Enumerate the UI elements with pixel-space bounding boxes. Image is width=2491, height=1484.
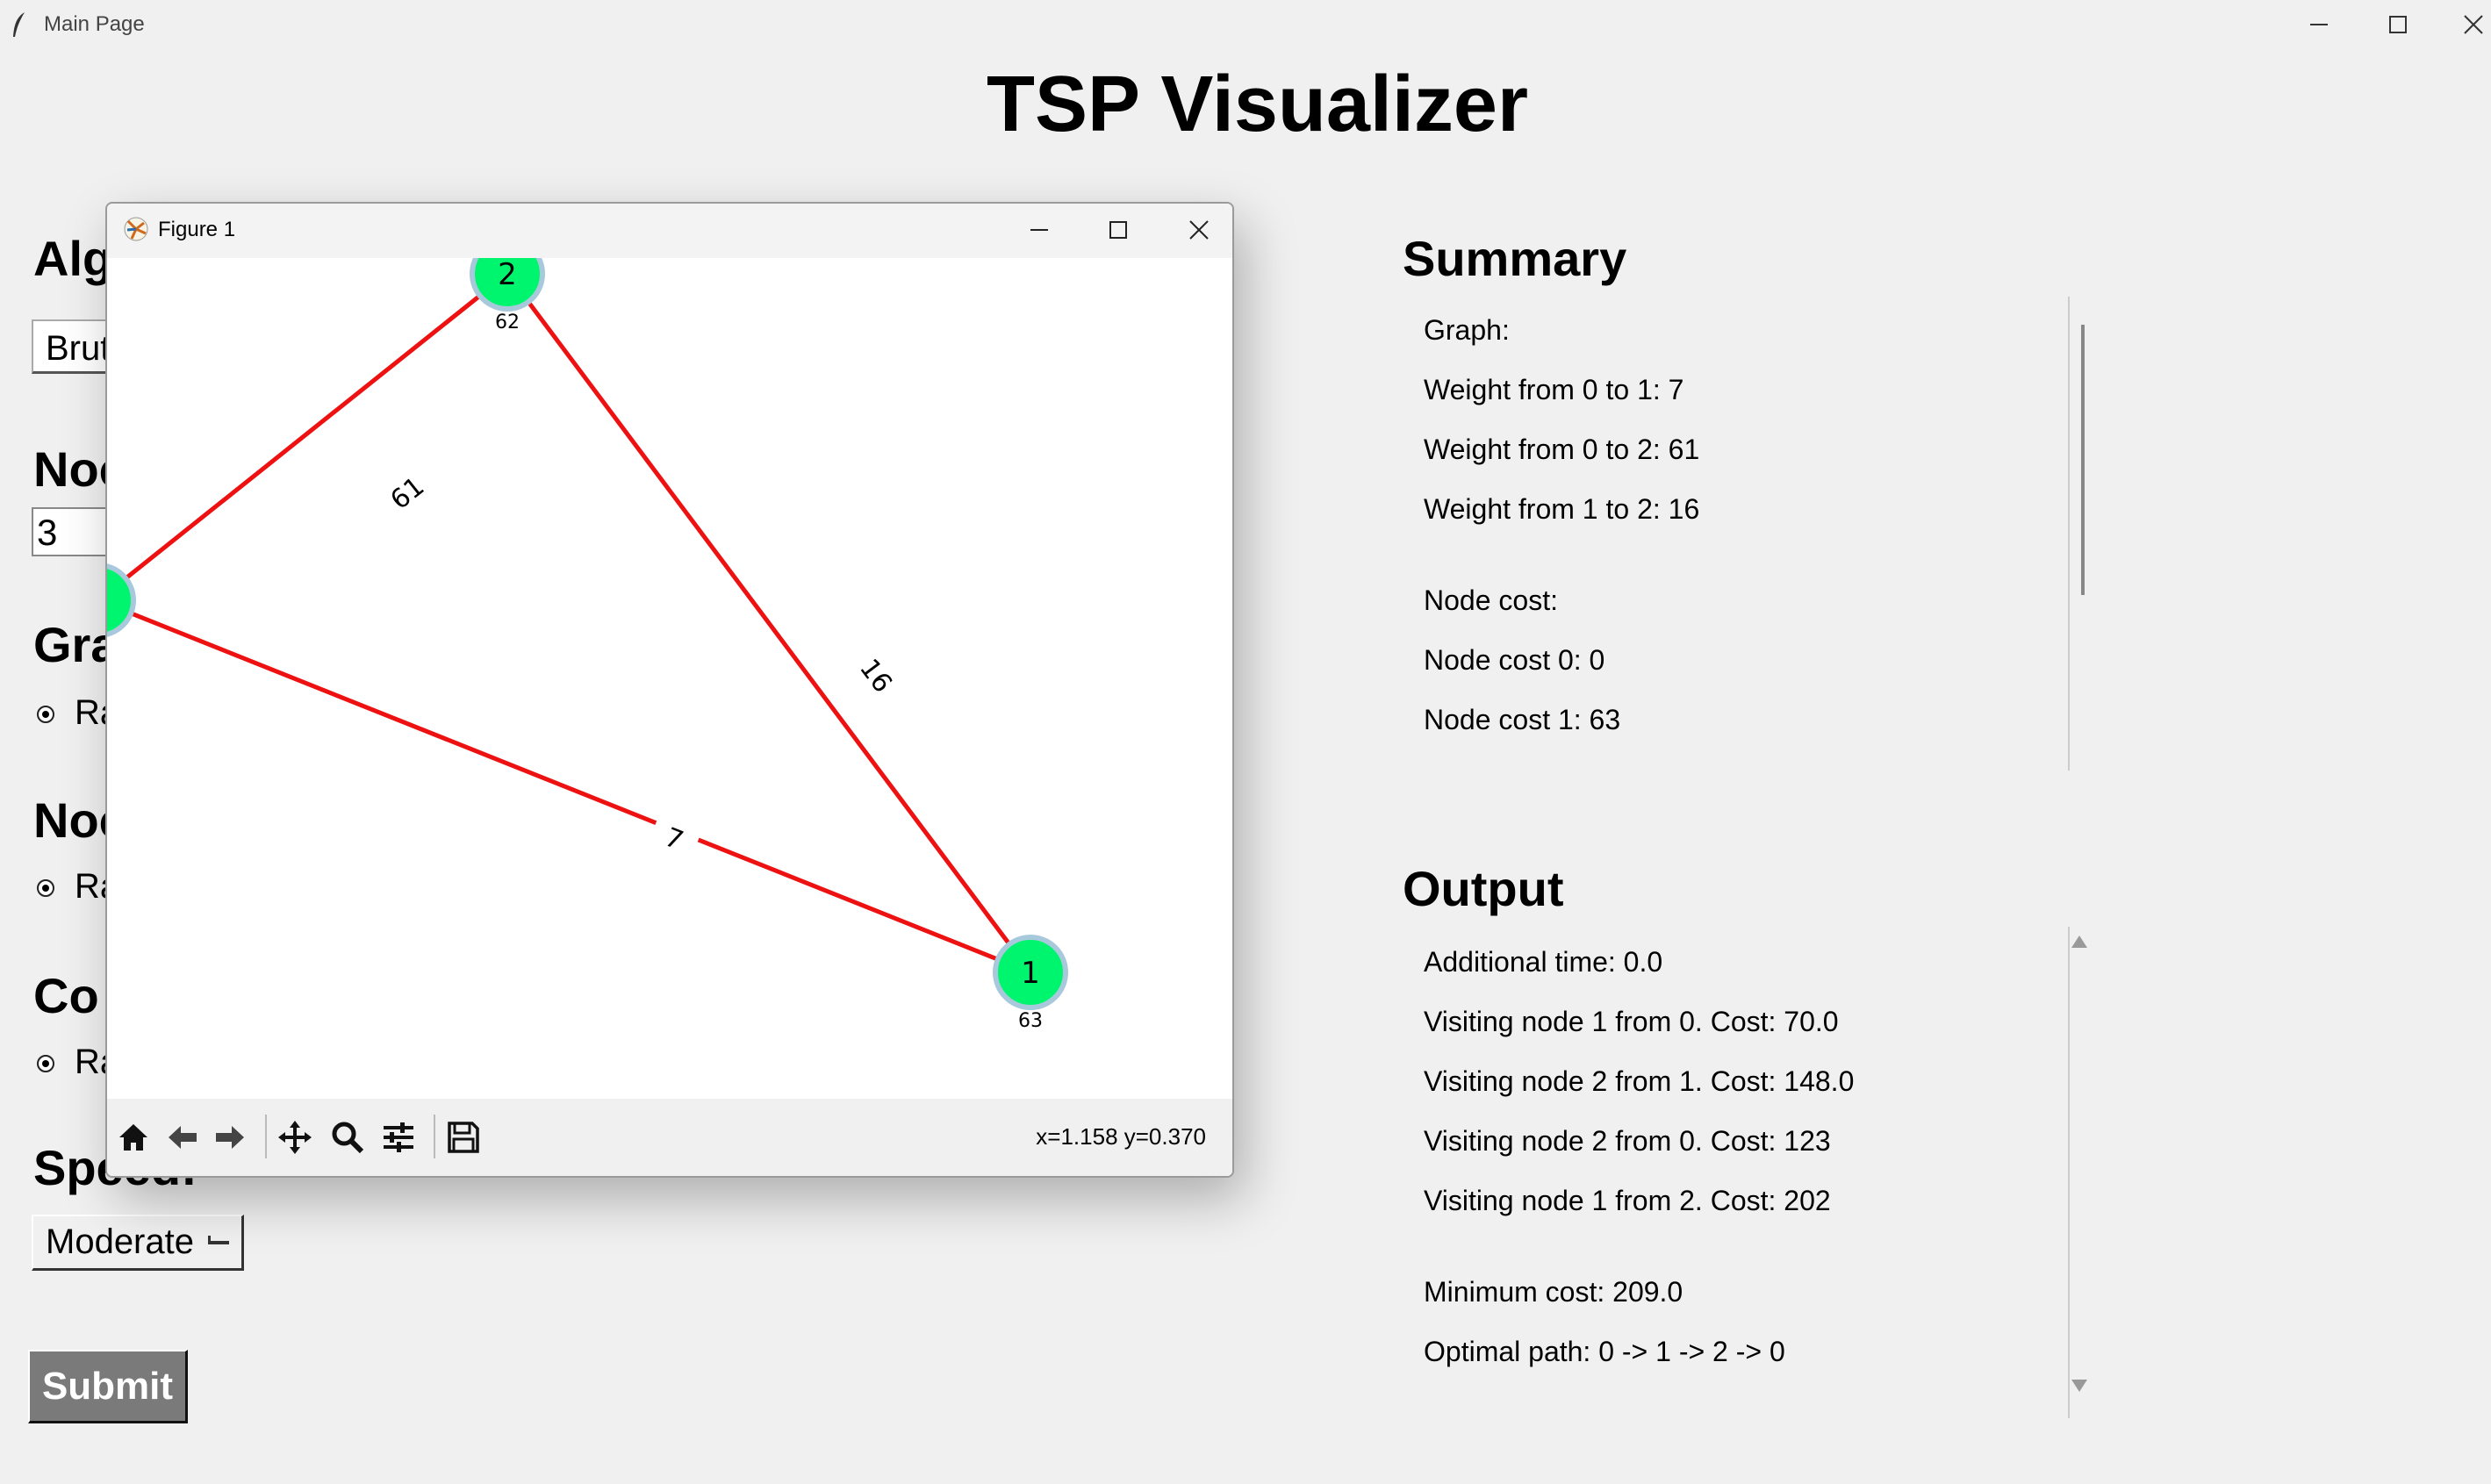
save-icon[interactable]: [444, 1118, 483, 1157]
output-line: Additional time: 0.0: [1424, 946, 1663, 978]
node-id-label: 0: [107, 584, 108, 619]
toolbar-separator: [265, 1115, 267, 1158]
summary-line: Node cost:: [1424, 584, 1558, 616]
node-cost-label: 62: [495, 312, 520, 333]
graph-node-1: [993, 935, 1068, 1010]
close-icon[interactable]: [1181, 212, 1217, 247]
toolbar-separator: [434, 1115, 435, 1158]
graph-random-radio[interactable]: [37, 706, 54, 723]
summary-scrollbar-track[interactable]: [2068, 297, 2070, 771]
scroll-up-icon[interactable]: [2071, 936, 2087, 948]
output-heading: Output: [1403, 861, 1564, 916]
figure-titlebar[interactable]: Figure 1: [107, 204, 1232, 258]
node-cost-label: 63: [1018, 1010, 1043, 1032]
output-line: Minimum cost: 209.0: [1424, 1276, 1683, 1308]
zoom-icon[interactable]: [328, 1118, 367, 1157]
back-arrow-icon[interactable]: [163, 1118, 202, 1157]
summary-line: Node cost 1: 63: [1424, 704, 1621, 735]
graph-node-2: [470, 258, 545, 312]
pan-icon[interactable]: [276, 1118, 314, 1157]
summary-line: Graph:: [1424, 314, 1510, 346]
forward-arrow-icon[interactable]: [211, 1118, 249, 1157]
graph-label: Gra: [33, 617, 118, 672]
summary-heading: Summary: [1403, 231, 1627, 286]
close-icon[interactable]: [2456, 7, 2491, 42]
configure-icon[interactable]: [379, 1118, 418, 1157]
main-window-titlebar: Main Page: [0, 0, 2491, 49]
home-icon[interactable]: [114, 1118, 153, 1157]
submit-button[interactable]: Submit: [28, 1350, 188, 1423]
output-line: Visiting node 2 from 1. Cost: 148.0: [1424, 1065, 1855, 1097]
figure-window[interactable]: Figure 1 6116700163262: [105, 202, 1234, 1178]
window-title: Main Page: [44, 12, 145, 36]
summary-line: Node cost 0: 0: [1424, 644, 1605, 676]
summary-line: Weight from 0 to 2: 61: [1424, 434, 1700, 465]
output-scrollbar-track[interactable]: [2068, 927, 2070, 1418]
feather-icon: [13, 12, 25, 37]
output-line: Visiting node 1 from 2. Cost: 202: [1424, 1185, 1831, 1216]
summary-line: Weight from 0 to 1: 7: [1424, 374, 1684, 405]
minimize-icon[interactable]: [2301, 7, 2337, 42]
dropdown-indicator-icon: [208, 1236, 229, 1244]
edge-label-bg: [646, 814, 702, 864]
graph-node-0: [107, 563, 136, 637]
edge-label-bg: [378, 465, 436, 521]
cursor-coordinates: x=1.158 y=0.370: [1036, 1123, 1206, 1150]
output-line: Visiting node 1 from 0. Cost: 70.0: [1424, 1006, 1839, 1037]
page-title: TSP Visualizer: [987, 61, 1528, 148]
node-id-label: 2: [498, 258, 517, 292]
node-id-label: 1: [1021, 956, 1040, 991]
output-line: Visiting node 2 from 0. Cost: 123: [1424, 1125, 1831, 1157]
maximize-icon[interactable]: [2380, 7, 2416, 42]
graph-edge-0-2: [107, 272, 509, 597]
minimize-icon[interactable]: [1022, 212, 1057, 247]
graph-canvas[interactable]: 6116700163262: [107, 258, 1232, 1099]
scroll-down-icon[interactable]: [2071, 1380, 2087, 1392]
graph-edge-2-1: [505, 272, 1033, 974]
summary-line: Weight from 1 to 2: 16: [1424, 493, 1700, 525]
figure-title: Figure 1: [158, 218, 236, 241]
graph-edge-0-1: [107, 601, 1031, 975]
edge-label-bg: [848, 647, 904, 705]
algorithm-label: Alg: [33, 231, 113, 286]
output-line: Optimal path: 0 -> 1 -> 2 -> 0: [1424, 1336, 1785, 1367]
matplotlib-icon: [124, 217, 148, 241]
summary-scrollbar-thumb[interactable]: [2081, 325, 2085, 595]
speed-select[interactable]: Moderate: [32, 1215, 244, 1271]
cost-label: Co: [33, 968, 99, 1023]
speed-value: Moderate: [46, 1222, 194, 1261]
maximize-icon[interactable]: [1101, 212, 1136, 247]
cost-random-radio[interactable]: [37, 1055, 54, 1072]
node-cost-random-radio[interactable]: [37, 879, 54, 897]
figure-toolbar: x=1.158 y=0.370: [107, 1099, 1232, 1176]
